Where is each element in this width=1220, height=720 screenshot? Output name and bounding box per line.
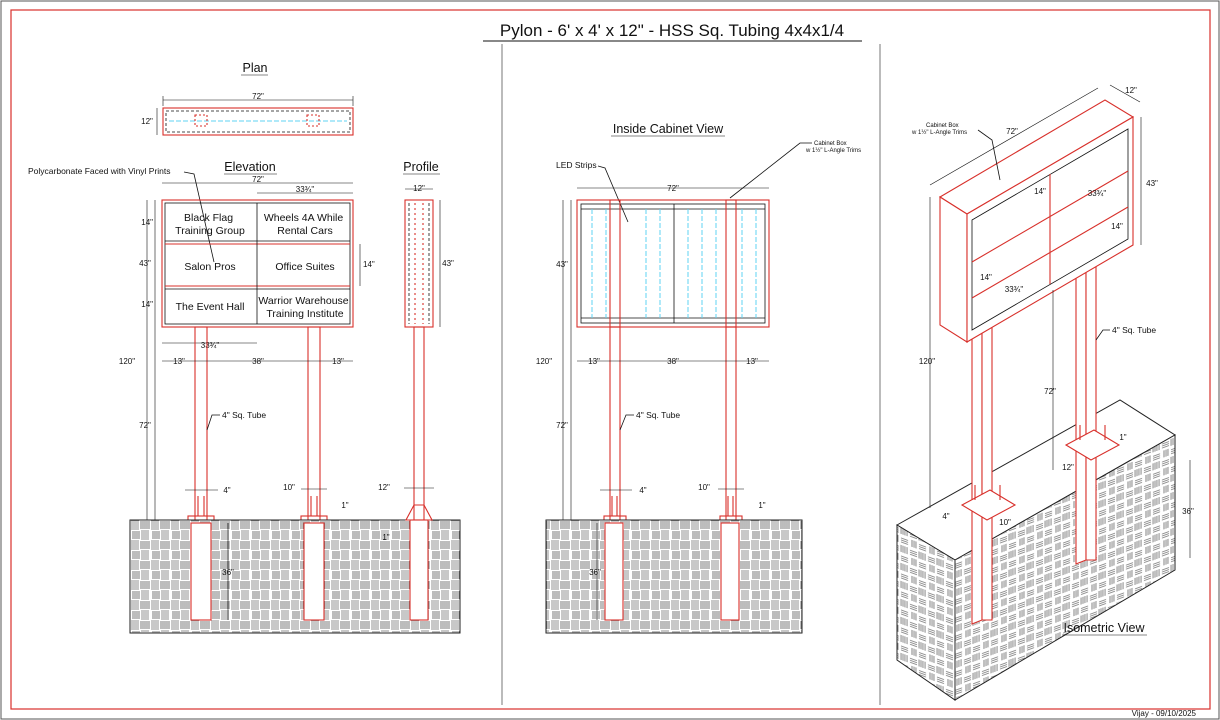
sign-panel-salon-pros: Salon Pros	[184, 261, 235, 273]
inside-height-dim: 43"	[556, 260, 568, 269]
iso-panel-bottom-dim: 33¾"	[1005, 285, 1024, 294]
inside-total-height-dim: 120"	[536, 357, 552, 366]
iso-total-height-dim: 120"	[919, 357, 935, 366]
iso-plate-dim-left: 10"	[999, 518, 1011, 527]
inside-cabinet-note: Cabinet Box w 1½" L-Angle Trims	[805, 141, 861, 154]
inside-tube-size-dim: 4"	[639, 486, 646, 495]
iso-height-dim: 43"	[1146, 179, 1158, 188]
elevation-panel-width-dim: 33¾"	[296, 185, 315, 194]
profile-depth-dim: 12"	[413, 184, 425, 193]
iso-plate-thickness-dim: 1"	[1119, 433, 1126, 442]
isometric-view-label: Isometric View	[1063, 621, 1145, 635]
sign-panel-office-suites: Office Suites	[275, 261, 334, 273]
iso-row-left-dim: 14"	[980, 273, 992, 282]
elevation-width-dim: 72"	[252, 175, 264, 184]
author-date-footer: Vijay - 09/10/2025	[1132, 709, 1197, 718]
elevation-total-height-dim: 120"	[119, 357, 135, 366]
inside-clearance-dim: 72"	[556, 421, 568, 430]
plan-view: Plan 72" 12"	[141, 61, 354, 136]
elevation-view-label: Elevation	[224, 160, 275, 174]
elevation-footing-depth-dim: 36"	[222, 568, 234, 577]
elevation-height-dim: 43"	[139, 259, 151, 268]
sign-panel-black-flag: Black Flag Training Group	[175, 212, 245, 237]
inside-footing-depth-dim: 36"	[589, 568, 601, 577]
iso-tube-size-dim: 4"	[942, 512, 949, 521]
inside-plate-thickness-dim: 1"	[758, 501, 765, 510]
elevation-view: Elevation Polycarbonate Faced with Vinyl…	[28, 160, 461, 634]
plan-view-label: Plan	[242, 61, 267, 75]
iso-panel-top-dim: 33¾"	[1088, 189, 1107, 198]
iso-row-top-dim: 14"	[1034, 187, 1046, 196]
elevation-left-offset-dim: 13"	[173, 357, 185, 366]
inside-width-dim: 72"	[667, 184, 679, 193]
iso-row-right-dim: 14"	[1111, 222, 1123, 231]
elevation-tube-note: 4" Sq. Tube	[222, 410, 266, 420]
elevation-clearance-dim: 72"	[139, 421, 151, 430]
iso-footing-depth-dim: 36"	[1182, 507, 1194, 516]
inside-tube-note: 4" Sq. Tube	[636, 410, 680, 420]
profile-view: Profile 12" 43" 12" 1"	[378, 160, 454, 621]
inside-right-offset-dim: 13"	[746, 357, 758, 366]
elevation-row-mid-dim: 14"	[363, 260, 375, 269]
elevation-tube-size-dim: 4"	[223, 486, 230, 495]
sign-panel-wheels-4a: Wheels 4A While Rental Cars	[264, 212, 346, 237]
elevation-plate-dim: 10"	[283, 483, 295, 492]
iso-clearance-dim: 72"	[1044, 387, 1056, 396]
elevation-plate-thickness-dim: 1"	[341, 501, 348, 510]
inside-center-dim: 38"	[667, 357, 679, 366]
iso-plate-dim-right: 12"	[1062, 463, 1074, 472]
elevation-center-dim: 38"	[252, 357, 264, 366]
iso-cabinet-note: Cabinet Box w 1½" L-Angle Trims	[911, 123, 967, 136]
sign-panel-event-hall: The Event Hall	[176, 301, 245, 313]
profile-view-label: Profile	[403, 160, 438, 174]
iso-depth-dim: 12"	[1125, 86, 1137, 95]
inside-cabinet-view: Inside Cabinet View LED Strips Cabinet B…	[536, 122, 861, 634]
inside-led-note: LED Strips	[556, 160, 597, 170]
iso-tube-note: 4" Sq. Tube	[1112, 325, 1156, 335]
sign-panels: Black Flag Training Group Wheels 4A Whil…	[175, 212, 351, 320]
profile-plate-dim: 12"	[378, 483, 390, 492]
isometric-view: 72" 12" 43" 14" 33¾" 14" 14" 33¾" Cabine…	[896, 84, 1194, 701]
polycarbonate-note: Polycarbonate Faced with Vinyl Prints	[28, 166, 171, 176]
inside-left-offset-dim: 13"	[588, 357, 600, 366]
drawing-title: Pylon - 6' x 4' x 12" - HSS Sq. Tubing 4…	[500, 21, 844, 40]
profile-height-dim: 43"	[442, 259, 454, 268]
elevation-bottom-panel-dim: 33¾"	[201, 341, 220, 350]
plan-width-dim: 72"	[252, 92, 264, 101]
plan-depth-dim: 12"	[141, 117, 153, 126]
elevation-right-offset-dim: 13"	[332, 357, 344, 366]
sign-panel-warrior-warehouse: Warrior Warehouse Training Institute	[258, 295, 351, 320]
iso-width-dim: 72"	[1006, 127, 1018, 136]
inside-plate-dim: 10"	[698, 483, 710, 492]
inside-cabinet-view-label: Inside Cabinet View	[613, 122, 724, 136]
profile-thickness-dim: 1"	[382, 533, 389, 542]
